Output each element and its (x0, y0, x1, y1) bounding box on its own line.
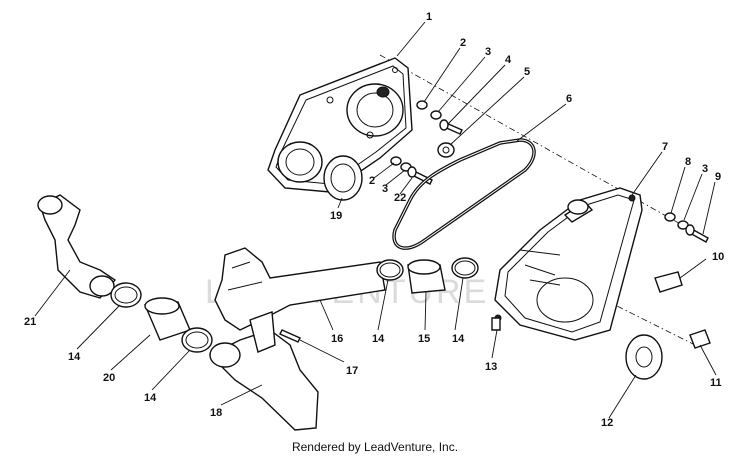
callout-14-left-upper: 14 (68, 351, 81, 363)
callout-19: 19 (330, 210, 342, 222)
clamp-left-upper (110, 282, 142, 308)
callout-6: 6 (566, 93, 572, 105)
callout-17: 17 (346, 365, 358, 377)
callout-9: 9 (715, 171, 721, 183)
callouts: 1 2 3 4 5 6 2 3 22 19 7 8 3 9 10 11 12 1… (24, 11, 724, 429)
callout-3-lower: 3 (382, 183, 388, 195)
leader-lines (34, 21, 717, 419)
top-fasteners (416, 100, 463, 158)
callout-12: 12 (601, 417, 613, 429)
callout-14-mid-right: 14 (452, 333, 465, 345)
decal-label (654, 271, 683, 293)
callout-16: 16 (331, 333, 343, 345)
callout-11: 11 (710, 377, 722, 389)
screw (279, 329, 301, 343)
callout-3: 3 (485, 46, 491, 58)
inner-cover (267, 57, 413, 193)
drive-belt (392, 138, 536, 250)
callout-2-lower: 2 (369, 175, 375, 187)
callout-3-right: 3 (702, 163, 708, 175)
outer-cover (494, 187, 643, 341)
callout-7: 7 (662, 141, 668, 153)
callout-1: 1 (426, 11, 432, 23)
right-fasteners (664, 212, 709, 243)
small-plate (689, 329, 711, 349)
callout-14-left-lower: 14 (144, 392, 157, 404)
callout-5: 5 (524, 66, 530, 78)
alignment-axis (379, 54, 701, 236)
callout-2: 2 (460, 37, 466, 49)
callout-18: 18 (210, 407, 222, 419)
callout-21: 21 (24, 316, 36, 328)
callout-10: 10 (712, 251, 724, 263)
lower-duct (208, 311, 319, 431)
callout-8: 8 (685, 156, 691, 168)
clamp-mid-right (451, 257, 479, 279)
clamp-left-lower (181, 327, 213, 353)
callout-20: 20 (103, 372, 115, 384)
callout-13: 13 (485, 361, 497, 373)
sleeve-mid (407, 259, 446, 294)
sleeve-left (143, 297, 191, 341)
air-duct (214, 247, 386, 331)
clamp-mid-left (376, 259, 404, 281)
callout-14-mid-left: 14 (372, 333, 385, 345)
callout-15: 15 (418, 333, 430, 345)
left-tube (37, 194, 117, 299)
seal (323, 155, 363, 201)
bolt-13 (491, 317, 501, 331)
footer-credit: Rendered by LeadVenture, Inc. (291, 440, 459, 454)
callout-22: 22 (394, 192, 406, 204)
disc (625, 334, 663, 380)
callout-4: 4 (505, 54, 512, 66)
